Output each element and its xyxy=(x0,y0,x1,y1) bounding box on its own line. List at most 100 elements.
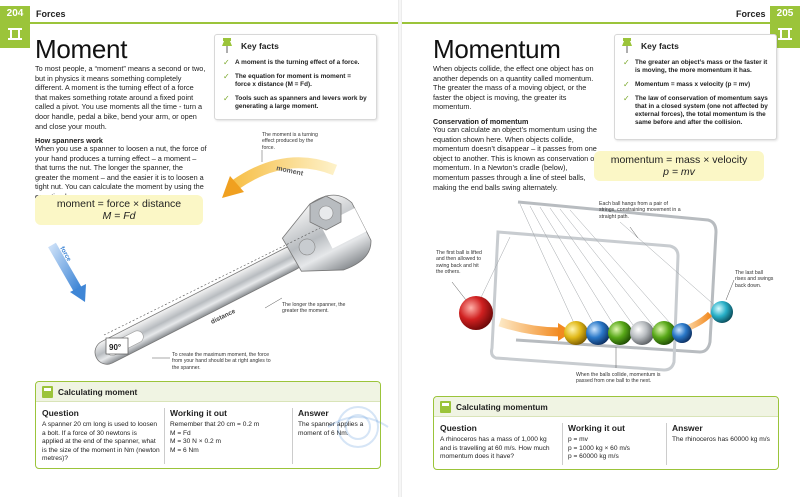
calculating-momentum-panel: Calculating momentum Question A rhinocer… xyxy=(433,396,779,470)
working-column: Working it out p = mv p = 1000 kg × 60 m… xyxy=(568,423,668,462)
moment-arrowhead xyxy=(222,176,244,198)
cradle-frame-back xyxy=(515,200,718,354)
ball xyxy=(630,321,654,345)
ball xyxy=(564,321,588,345)
question-heading: Question xyxy=(440,423,477,433)
calc-title: Calculating moment xyxy=(58,387,138,397)
angle-label: 90° xyxy=(109,343,121,352)
first-ball-note: The first ball is lifted and then allowe… xyxy=(436,250,482,275)
answer-text: The spanner applies a moment of 6 Nm. xyxy=(298,421,364,437)
spanner xyxy=(94,194,372,365)
question-text: A spanner 20 cm long is used to loosen a… xyxy=(42,421,160,462)
working-line: p = 1000 kg × 60 m/s xyxy=(568,444,630,452)
divider xyxy=(164,408,165,464)
moment-note: The moment is a turning effect produced … xyxy=(262,132,318,151)
answer-column: Answer The spanner applies a moment of 6… xyxy=(298,408,376,438)
gutter xyxy=(398,0,402,497)
running-head-right: Forces xyxy=(736,9,766,19)
lever-icon xyxy=(778,28,792,40)
check-icon: ✓ xyxy=(223,72,230,81)
section-subhead: Conservation of momentum xyxy=(433,117,529,126)
intro-paragraph: When objects collide, the effect one obj… xyxy=(433,64,594,112)
working-line: M = 30 N × 0.2 m xyxy=(170,438,221,445)
cradle-frame-front xyxy=(490,230,680,372)
check-icon: ✓ xyxy=(223,58,230,67)
key-fact-item: ✓The law of conservation of momentum say… xyxy=(623,94,768,127)
distance-line xyxy=(103,227,321,336)
calc-header: Calculating moment xyxy=(36,382,380,402)
page-number-left: 204 xyxy=(0,6,30,22)
max-moment-note: To create the maximum moment, the force … xyxy=(172,352,271,371)
check-icon: ✓ xyxy=(623,58,630,67)
lever-icon xyxy=(8,28,22,40)
header-rule xyxy=(30,22,398,24)
body-paragraph: You can calculate an object’s momentum u… xyxy=(433,125,597,192)
calculator-icon xyxy=(440,401,451,413)
last-ball xyxy=(711,301,733,323)
answer-heading: Answer xyxy=(672,423,703,433)
divider xyxy=(562,423,563,465)
intro-paragraph: To most people, a “moment” means a secon… xyxy=(35,64,206,131)
ball xyxy=(608,321,632,345)
question-column: Question A rhinoceros has a mass of 1,00… xyxy=(440,423,558,462)
question-heading: Question xyxy=(42,408,79,418)
calculator-icon xyxy=(42,386,53,398)
key-fact-item: ✓Tools such as spanners and levers work … xyxy=(223,94,367,111)
calculating-moment-panel: Calculating moment Question A spanner 20… xyxy=(35,381,381,469)
answer-text: The rhinoceros has 60000 kg m/s xyxy=(672,436,770,443)
key-fact-item: ✓A moment is the turning effect of a for… xyxy=(223,58,360,67)
key-facts-heading: Key facts xyxy=(241,41,279,51)
divider xyxy=(666,423,667,465)
key-fact-item: ✓Momentum = mass x velocity (p = mv) xyxy=(623,80,751,89)
answer-column: Answer The rhinoceros has 60000 kg m/s xyxy=(672,423,772,445)
calc-header: Calculating momentum xyxy=(434,397,778,417)
equation-symbolic: M = Fd xyxy=(102,210,136,222)
equation-line: moment = force × distance xyxy=(56,198,182,210)
section-subhead: How spanners work xyxy=(35,136,103,145)
motion-arrow-in xyxy=(498,317,561,337)
force-arrowhead xyxy=(70,284,86,302)
question-column: Question A spanner 20 cm long is used to… xyxy=(42,408,160,464)
question-text: A rhinoceros has a mass of 1,000 kg and … xyxy=(440,436,550,460)
page-title-moment: Moment xyxy=(35,34,128,64)
equation-symbolic: p = mv xyxy=(663,166,695,178)
section-tab-left xyxy=(0,22,30,48)
ball xyxy=(672,323,692,343)
answer-heading: Answer xyxy=(298,408,329,418)
page-number-right: 205 xyxy=(770,6,800,22)
first-ball xyxy=(459,296,493,330)
divider xyxy=(292,408,293,464)
force-arrow xyxy=(48,242,82,293)
key-fact-item: ✓The equation for moment is moment = for… xyxy=(223,72,351,89)
header-rule xyxy=(402,22,770,24)
working-column: Working it out Remember that 20 cm = 0.2… xyxy=(170,408,288,455)
spanner-diagram: moment force distance 90° xyxy=(48,150,372,365)
key-facts-heading: Key facts xyxy=(641,41,679,51)
page-title-momentum: Momentum xyxy=(433,34,561,64)
moment-arc-arrow xyxy=(231,157,338,190)
collide-note: When the balls collide, momentum is pass… xyxy=(576,372,661,385)
pushpin-icon xyxy=(622,38,632,53)
momentum-equation: momentum = mass × velocity p = mv xyxy=(594,151,764,181)
calc-title: Calculating momentum xyxy=(456,402,548,412)
last-ball-note: The last ball rises and swings back down… xyxy=(735,270,774,289)
newtons-cradle-diagram xyxy=(451,200,735,372)
ball xyxy=(586,321,610,345)
check-icon: ✓ xyxy=(623,94,630,103)
pushpin-icon xyxy=(222,38,232,53)
strings-note: Each ball hangs from a pair of strings, … xyxy=(599,201,681,220)
longer-spanner-note: The longer the spanner, the greater the … xyxy=(282,302,346,315)
equation-line: momentum = mass × velocity xyxy=(610,154,748,166)
working-line: p = 60000 kg m/s xyxy=(568,453,619,460)
working-line: Remember that 20 cm = 0.2 m xyxy=(170,421,260,428)
key-fact-item: ✓The greater an object’s mass or the fas… xyxy=(623,58,768,75)
key-facts-box: Key facts ✓A moment is the turning effec… xyxy=(214,34,377,120)
running-head-left: Forces xyxy=(36,9,66,19)
working-line: M = 6 Nm xyxy=(170,446,199,454)
key-facts-box: Key facts ✓The greater an object’s mass … xyxy=(614,34,777,140)
working-line: p = mv xyxy=(568,436,588,443)
right-angle-box xyxy=(105,337,129,355)
ball xyxy=(652,321,676,345)
check-icon: ✓ xyxy=(223,94,230,103)
